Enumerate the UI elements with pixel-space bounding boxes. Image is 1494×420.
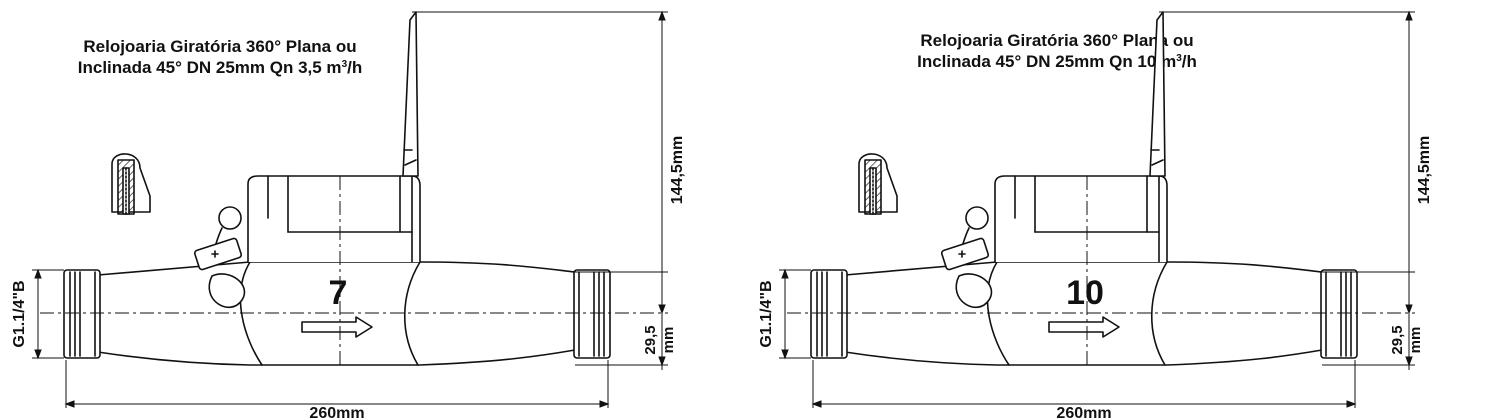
right-pipe-connection [1320,269,1358,359]
register-housing [994,175,1168,263]
thread-size-label: G1.1/4"B [11,280,28,347]
register-lid [402,11,419,177]
left-pipe-connection [63,269,101,359]
left-pipe-connection [810,269,848,359]
height-label: 144,5mm [669,136,686,205]
height-label: 144,5mm [1416,136,1433,205]
right-pipe-connection [573,269,611,359]
model-number: 10 [1066,274,1104,312]
flow-direction-arrow [301,316,373,338]
section-detail [111,153,151,215]
section-detail [858,153,898,215]
meter-drawing-qn-10: Relojoaria Giratória 360° Plana ou Incli… [747,0,1494,420]
meter-drawing-qn-3-5: Relojoaria Giratória 360° Plana ou Incli… [11,10,686,420]
flow-direction-arrow [1048,316,1120,338]
length-label: 260mm [309,405,364,420]
security-seal [940,206,993,309]
meter-title: Relojoaria Giratória 360° Plana ou Incli… [877,30,1237,72]
offset-label-value: 29,5 [642,325,659,354]
title-line-2: Inclinada 45° DN 25mm Qn 3,5 m3/h [77,58,363,77]
title-line-1: Relojoaria Giratória 360° Plana ou [920,31,1194,50]
model-number: 7 [329,274,348,312]
offset-label-unit: mm [660,327,677,354]
title-line-1: Relojoaria Giratória 360° Plana ou [83,37,357,56]
meter-title: Relojoaria Giratória 360° Plana ou Incli… [40,36,400,78]
offset-label-unit: mm [1407,327,1424,354]
offset-label-value: 29,5 [1389,325,1406,354]
thread-size-label: G1.1/4"B [758,280,775,347]
register-lid [1149,11,1166,177]
security-seal [193,206,246,309]
register-housing [247,175,421,263]
title-line-2: Inclinada 45° DN 25mm Qn 10 m3/h [917,52,1197,71]
length-label: 260mm [1056,405,1111,420]
